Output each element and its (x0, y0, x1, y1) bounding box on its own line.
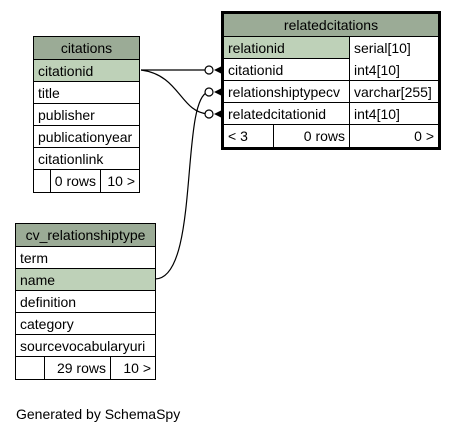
children-count[interactable]: 10 > (107, 173, 135, 189)
column-row[interactable]: relationid serial[10] (224, 37, 438, 59)
column-name: relationshiptypecv (228, 84, 341, 100)
column-name: sourcevocabularyuri (20, 338, 146, 354)
row-count: 29 rows (45, 357, 111, 379)
column-name: citationlink (38, 151, 104, 167)
column-row[interactable]: publisher (34, 104, 139, 126)
column-name: title (38, 85, 60, 101)
table-footer: 0 rows 10 > (34, 170, 139, 192)
column-name: publicationyear (38, 129, 133, 145)
table-title: cv_relationshiptype (16, 224, 155, 247)
column-row[interactable]: name (16, 269, 155, 291)
row-count: 0 rows (274, 125, 350, 147)
column-row[interactable]: term (16, 247, 155, 269)
edge-end-circle (204, 109, 214, 119)
edge-relatedcitationid-to-citations (140, 69, 209, 115)
column-type: int4[10] (354, 62, 400, 78)
column-row[interactable]: citationlink (34, 148, 139, 170)
column-name: publisher (38, 107, 95, 123)
column-name: category (20, 316, 74, 332)
table-title: relatedcitations (224, 14, 438, 37)
column-type: varchar[255] (354, 84, 432, 100)
children-count[interactable]: 0 > (414, 128, 434, 144)
table-citations[interactable]: citations citationid title publisher pub… (33, 36, 140, 193)
column-row[interactable]: relationshiptypecv varchar[255] (224, 81, 438, 103)
row-count: 0 rows (51, 170, 101, 192)
column-row[interactable]: category (16, 313, 155, 335)
column-row[interactable]: relatedcitationid int4[10] (224, 103, 438, 125)
column-row[interactable]: definition (16, 291, 155, 313)
edge-arrow-head (214, 66, 222, 74)
column-name: citationid (228, 62, 284, 78)
edge-end-circle (204, 65, 214, 75)
table-cv-relationshiptype[interactable]: cv_relationshiptype term name definition… (15, 223, 156, 380)
column-name: definition (20, 294, 77, 310)
children-count[interactable]: 10 > (123, 360, 151, 376)
generated-by-footer: Generated by SchemaSpy (16, 406, 181, 422)
column-row[interactable]: citationid (34, 60, 139, 82)
table-title: citations (34, 37, 139, 60)
edge-end-circle (204, 87, 214, 97)
table-relatedcitations[interactable]: relatedcitations relationid serial[10] c… (221, 11, 441, 150)
column-row[interactable]: publicationyear (34, 126, 139, 148)
parents-count[interactable]: < 3 (224, 125, 274, 147)
column-row[interactable]: sourcevocabularyuri (16, 335, 155, 357)
edge-arrow-head (214, 110, 222, 118)
column-row[interactable]: title (34, 82, 139, 104)
column-row[interactable]: citationid int4[10] (224, 59, 438, 81)
column-name: relatedcitationid (228, 106, 327, 122)
column-type: serial[10] (350, 37, 438, 59)
column-name: term (20, 250, 48, 266)
column-type: int4[10] (354, 106, 400, 122)
table-footer: 29 rows 10 > (16, 357, 155, 379)
column-name: citationid (38, 63, 94, 79)
column-name: name (20, 272, 56, 288)
table-footer: < 3 0 rows 0 > (224, 125, 438, 147)
edge-relationshiptypecv-to-cv-relationshiptype (154, 91, 209, 280)
edge-arrow-head (214, 88, 222, 96)
column-name: relationid (228, 40, 285, 56)
